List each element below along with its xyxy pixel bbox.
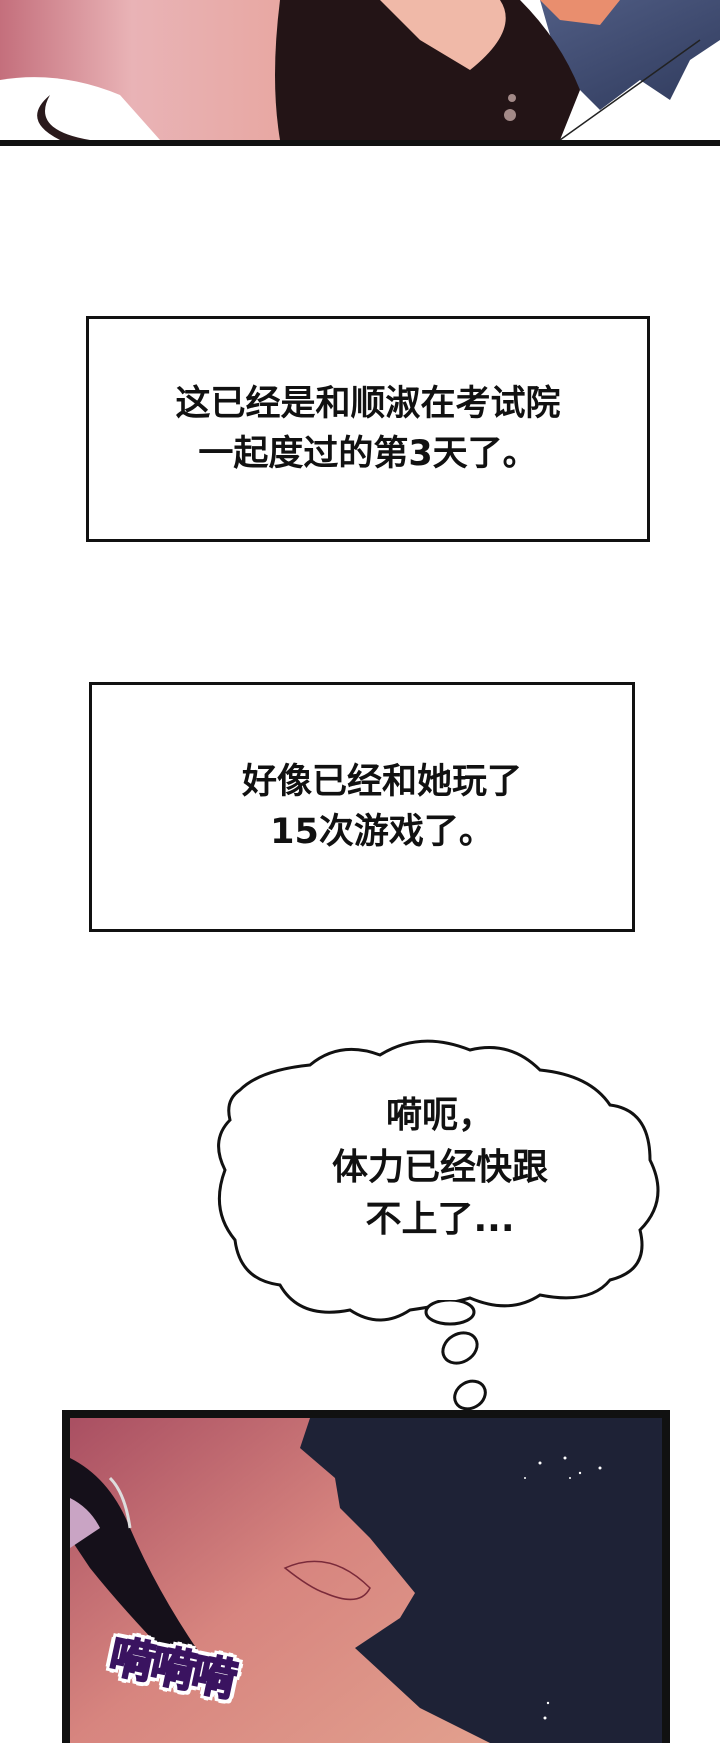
narration-text-2: 好像已经和她玩了 15次游戏了。 <box>241 762 522 852</box>
top-art-panel <box>0 0 720 146</box>
bottom-art-panel <box>62 1410 670 1743</box>
thought-trail-bubbles <box>424 1300 487 1410</box>
narration-box-1: 这已经是和顺淑在考试院 一起度过的第3天了。 <box>86 316 650 542</box>
top-panel-illustration <box>0 0 720 140</box>
thought-bubble-outline <box>217 1039 660 1322</box>
thought-text: 嗬呃， 体力已经快跟 不上了... <box>331 1095 548 1240</box>
narration-text-1: 这已经是和顺淑在考试院 一起度过的第3天了。 <box>175 384 561 474</box>
bottom-panel-illustration <box>70 1418 662 1743</box>
narration-box-2: 好像已经和她玩了 15次游戏了。 <box>89 682 635 932</box>
thought-bubble: 嗬呃， 体力已经快跟 不上了... <box>210 1030 670 1330</box>
